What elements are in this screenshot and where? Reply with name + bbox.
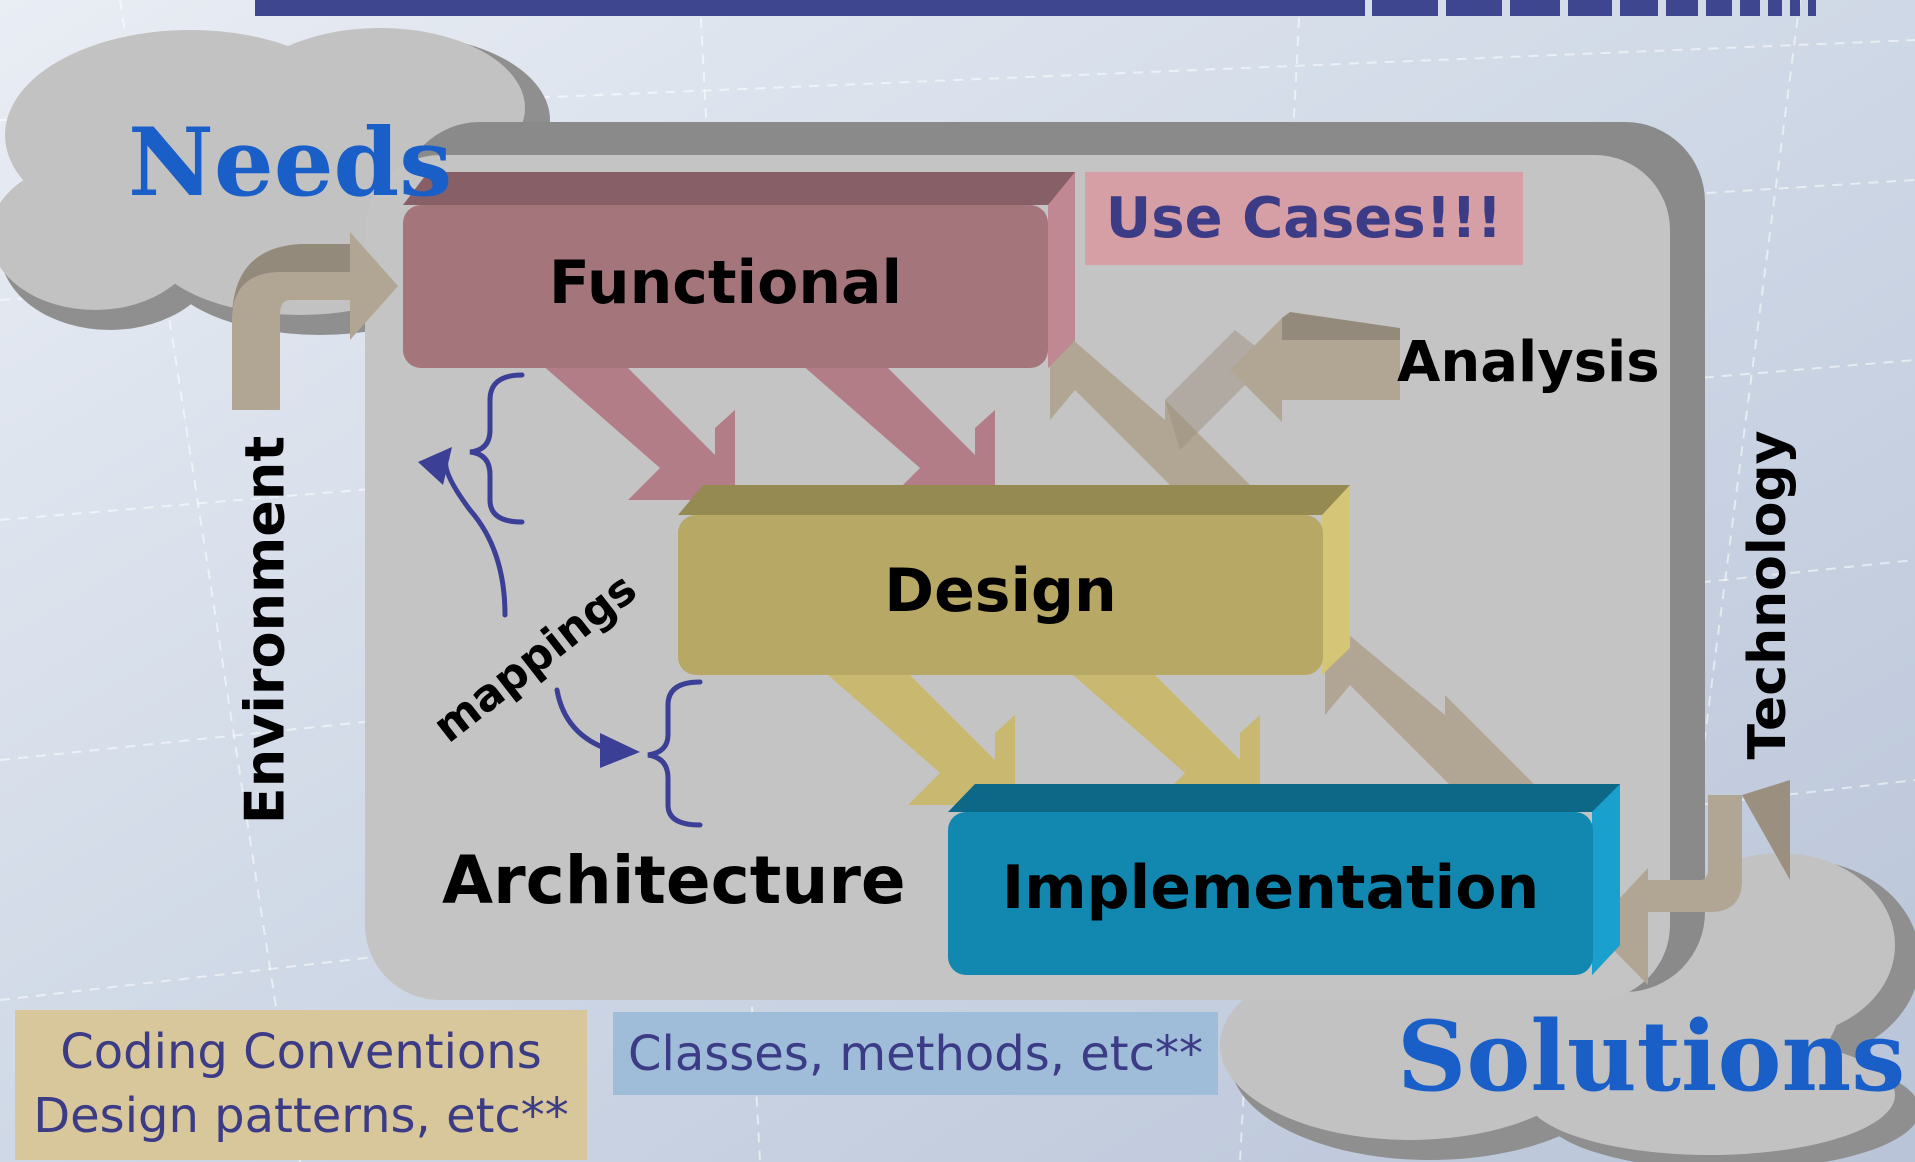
use-cases-label: Use Cases!!! (1105, 186, 1503, 251)
coding-conventions-line1: Coding Conventions (60, 1024, 542, 1080)
coding-conventions-box (15, 1010, 587, 1160)
classes-label: Classes, methods, etc** (628, 1026, 1203, 1082)
implementation-label: Implementation (1001, 853, 1540, 923)
classes-box (613, 1012, 1218, 1095)
use-cases-box (1085, 172, 1523, 265)
analysis-label: Analysis (1397, 330, 1660, 395)
top-banner (255, 0, 1816, 16)
design-label: Design (884, 556, 1117, 626)
functional-box (403, 172, 1075, 368)
architecture-label: Architecture (442, 842, 906, 919)
functional-label: Functional (548, 248, 903, 318)
design-to-implementation-arrows (805, 655, 1260, 805)
analysis-arrow (1230, 312, 1400, 422)
coding-conventions-line2: Design patterns, etc** (33, 1088, 569, 1144)
mapping-arrowhead-up (418, 447, 452, 485)
environment-arrow (232, 232, 398, 410)
functional-to-design-arrows (525, 350, 995, 500)
technology-label: Technology (1738, 430, 1798, 760)
needs-label: Needs (128, 108, 453, 218)
design-box (678, 485, 1350, 675)
mapping-arrowhead-right (600, 733, 640, 768)
solutions-label: Solutions (1397, 1000, 1906, 1113)
implementation-box (948, 784, 1620, 975)
environment-label: Environment (233, 435, 297, 825)
